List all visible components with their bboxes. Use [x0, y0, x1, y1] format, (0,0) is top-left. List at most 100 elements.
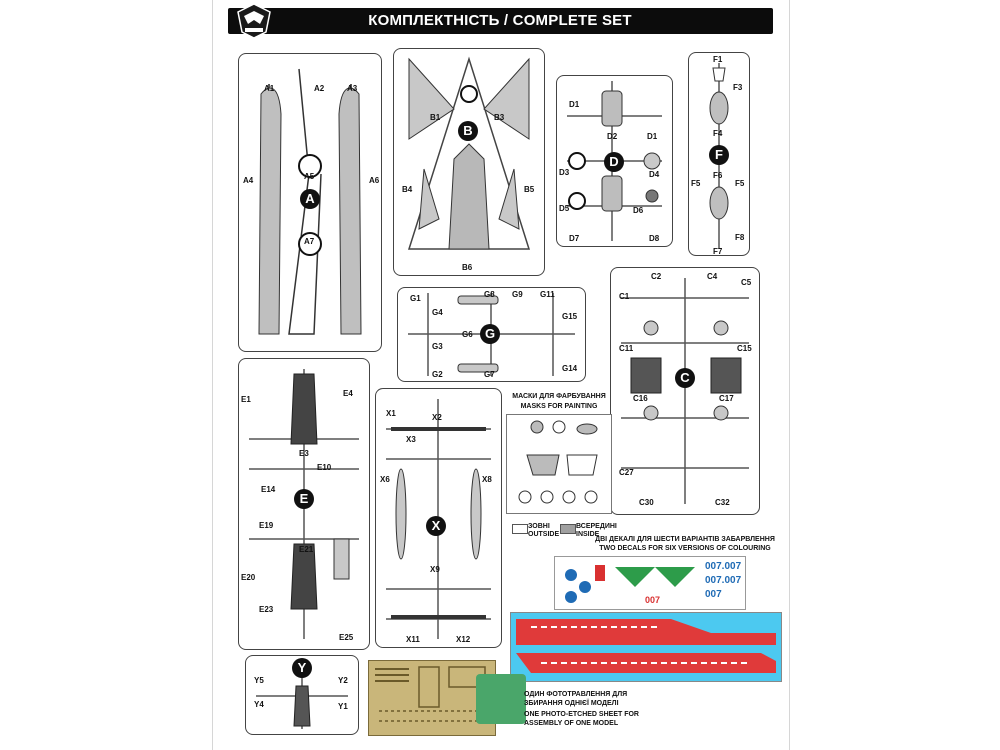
part-label: D3 — [559, 168, 570, 177]
sprue-f-letter: F — [709, 145, 729, 165]
sprue-b-parts — [407, 56, 531, 250]
sprue-a-letter: A — [300, 189, 320, 209]
sprue-a-parts — [258, 68, 362, 335]
part-label: F7 — [713, 247, 723, 256]
part-label: C4 — [707, 272, 718, 281]
part-label: F4 — [713, 129, 723, 138]
part-label: F3 — [733, 83, 743, 92]
decal-code: 007 — [645, 595, 661, 605]
part-label: D8 — [649, 234, 660, 243]
part-label: D7 — [569, 234, 580, 243]
photo-etch-note-ua: ОДИН ФОТОТРАВЛЕННЯ ДЛЯ ЗБИРАННЯ ОДНІЄЇ М… — [524, 691, 628, 707]
decal-sheet-1-art — [565, 565, 695, 603]
part-label: G6 — [462, 330, 473, 339]
outside-swatch — [512, 524, 528, 534]
header-bar — [228, 8, 773, 34]
sprue-x: X X1 X2 X3 X6 X8 X9 X11 X12 — [375, 388, 502, 648]
part-label: E4 — [343, 389, 353, 398]
part-label: C27 — [619, 468, 634, 477]
part-label: X3 — [406, 435, 416, 444]
page-title: КОМПЛЕКТНІСТЬ / COMPLETE SET — [368, 12, 632, 29]
part-label: A6 — [369, 176, 380, 185]
part-label: C15 — [737, 344, 752, 353]
part-label: G7 — [484, 370, 495, 379]
part-label: B3 — [494, 113, 505, 122]
part-label: F8 — [735, 233, 745, 242]
sprue-y-parts — [256, 661, 348, 729]
sprue-d-letter: D — [604, 152, 624, 172]
inside-swatch — [560, 524, 576, 534]
part-label: A3 — [347, 84, 358, 93]
sprue-a: A A1 A2 A3 A4 A5 A6 A7 — [238, 53, 382, 352]
part-label: A1 — [264, 84, 275, 93]
part-label: D1 — [647, 132, 658, 141]
part-label: X2 — [432, 413, 442, 422]
part-label: X6 — [380, 475, 390, 484]
part-label: C1 — [619, 292, 630, 301]
part-label: G3 — [432, 342, 443, 351]
part-label: F5 — [691, 179, 701, 188]
part-label: C5 — [741, 278, 752, 287]
part-label: B6 — [462, 263, 473, 272]
part-label: A2 — [314, 84, 325, 93]
sprue-x-parts — [386, 399, 491, 639]
sprue-d: D D1 D2 D1 D3 D4 D5 D6 D7 D8 — [556, 75, 673, 247]
decal-code: 007 — [705, 589, 722, 600]
part-label: D6 — [633, 206, 644, 215]
part-label: E1 — [241, 395, 251, 404]
modelsvit-logo-icon — [237, 3, 271, 39]
decal-sheet-1: 007.007 007.007 007 007 — [554, 556, 746, 610]
part-label: E20 — [241, 573, 256, 582]
decals-title-en: TWO DECALS FOR SIX VERSIONS OF COLOURING — [599, 545, 771, 552]
part-label: G15 — [562, 312, 578, 321]
photo-etch-sheet — [368, 660, 496, 736]
photo-etch-badge — [476, 674, 526, 724]
part-label: X8 — [482, 475, 492, 484]
decal-code: 007.007 — [705, 561, 742, 572]
decals-title-ua: ДВІ ДЕКАЛІ ДЛЯ ШЕСТИ ВАРІАНТІВ ЗАБАРВЛЕН… — [595, 536, 775, 543]
part-label: C17 — [719, 394, 734, 403]
part-label: E23 — [259, 605, 274, 614]
sprue-e: E E1 E4 E3 E10 E14 E19 E21 E20 E23 E25 — [238, 358, 370, 650]
masks-sheet — [506, 414, 612, 514]
inside-label-ua: ВСЕРЕДИНІ — [576, 523, 617, 530]
part-label: C2 — [651, 272, 662, 281]
sprue-y: Y Y5 Y2 Y4 Y1 — [245, 655, 359, 735]
masks-title-en: MASKS FOR PAINTING — [520, 403, 598, 410]
part-label: D4 — [649, 170, 660, 179]
part-label: G8 — [484, 290, 495, 299]
sprue-c-parts — [621, 278, 749, 504]
sprue-e-parts — [249, 369, 359, 639]
part-label: E14 — [261, 485, 276, 494]
part-label: B1 — [430, 113, 441, 122]
photo-etch-note-en: ONE PHOTO-ETCHED SHEET FOR ASSEMBLY OF O… — [524, 711, 639, 727]
part-label: E25 — [339, 633, 354, 642]
part-label: D1 — [569, 100, 580, 109]
part-label: X11 — [406, 635, 420, 644]
part-label: E10 — [317, 463, 332, 472]
part-label: Y5 — [254, 676, 264, 685]
sprue-c: C C2 C4 C1 C5 C11 C15 C16 C17 C27 C30 C3… — [610, 267, 760, 515]
masks-title-ua: МАСКИ ДЛЯ ФАРБУВАННЯ — [512, 393, 606, 400]
part-label: X12 — [456, 635, 471, 644]
sprue-g-letter: G — [480, 324, 500, 344]
part-label: A7 — [304, 237, 315, 246]
part-label: Y2 — [338, 676, 348, 685]
part-label: E19 — [259, 521, 274, 530]
sprue-x-letter: X — [426, 516, 446, 536]
part-label: C16 — [633, 394, 648, 403]
masks-shapes — [518, 420, 598, 504]
inside-label-en: INSIDE — [576, 531, 600, 538]
outside-label-en: OUTSIDE — [528, 531, 560, 538]
part-label: G4 — [432, 308, 443, 317]
sprue-e-letter: E — [294, 489, 314, 509]
part-label: X1 — [386, 409, 396, 418]
part-label: C30 — [639, 498, 654, 507]
sprue-g: G G1 G8 G9 G11 G4 G15 G6 G3 G2 G7 G14 — [397, 287, 586, 382]
part-label: D2 — [607, 132, 618, 141]
decal-code: 007.007 — [705, 575, 742, 586]
part-label: G1 — [410, 294, 421, 303]
part-label: F5 — [735, 179, 745, 188]
sprue-c-letter: C — [675, 368, 695, 388]
part-label: E21 — [299, 545, 314, 554]
